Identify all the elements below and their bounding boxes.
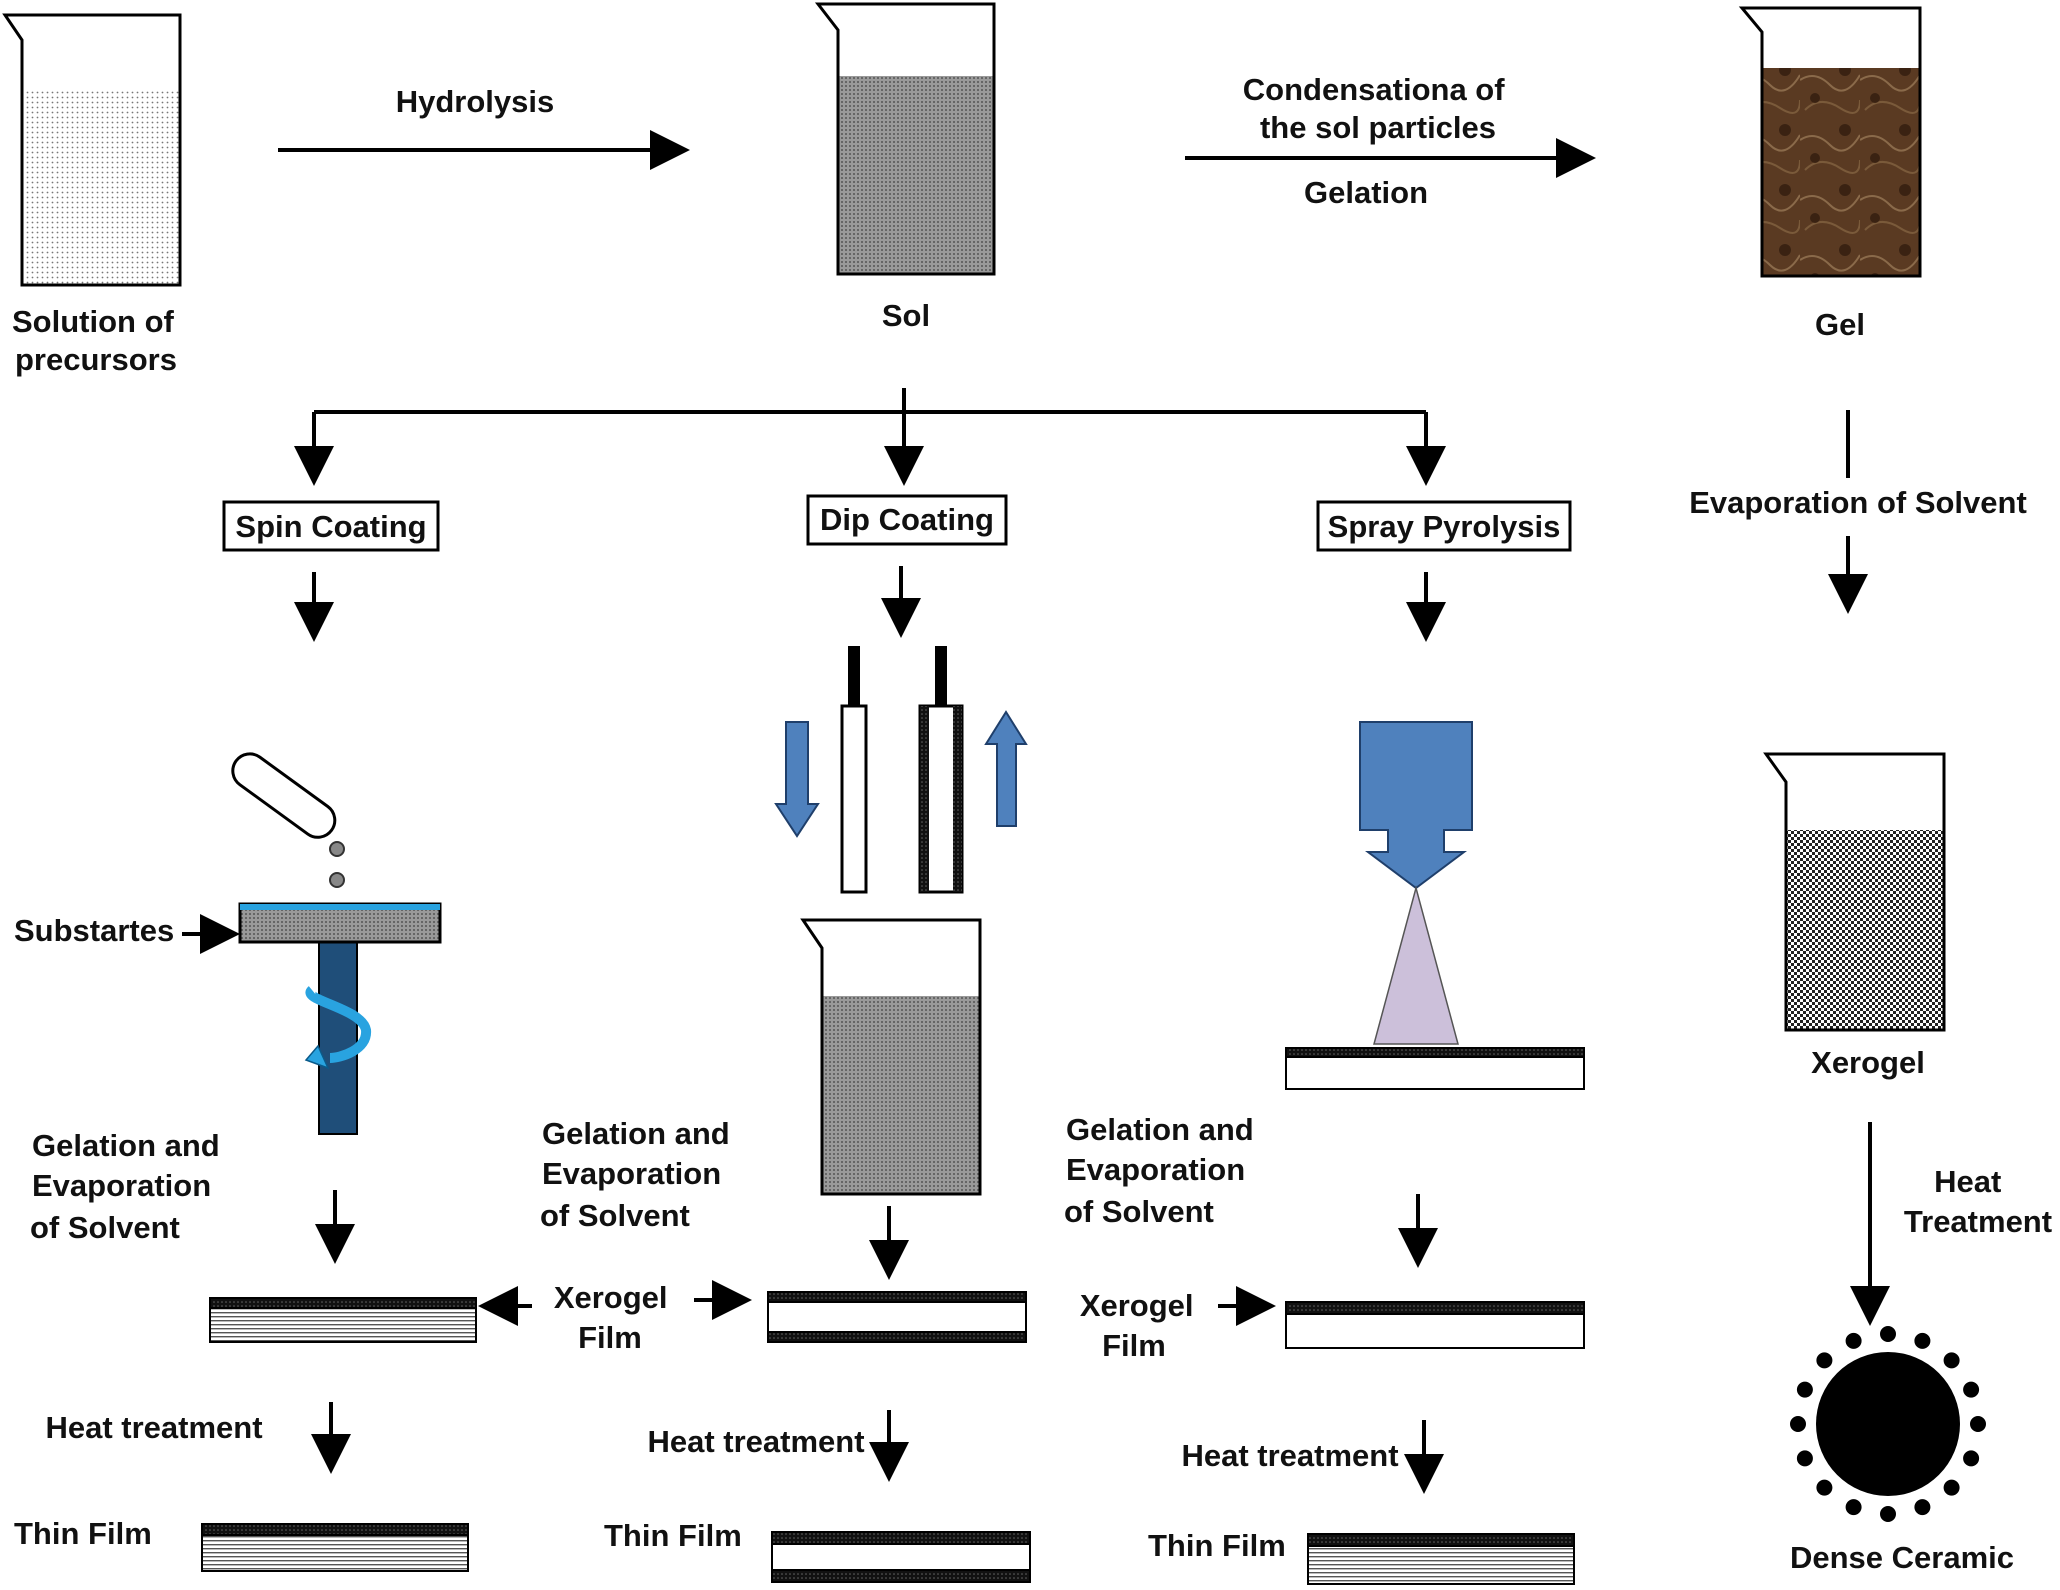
beaker-solution [2,13,182,287]
pipette-icon [231,752,345,888]
ceramic-particle [1814,1477,1835,1498]
spin-thin-film-label: Thin Film [14,1516,152,1551]
ceramic-particle [1843,1497,1864,1518]
svg-text:Spray Pyrolysis: Spray Pyrolysis [1328,509,1561,544]
dip-up-arrow-icon [984,710,1028,827]
condensation-label: Condensationa of the sol particles [1243,72,1513,145]
spin-heat-label: Heat treatment [45,1410,262,1445]
dip-xerogel-film [767,1291,1027,1343]
ceramic-particle [1843,1330,1864,1351]
heat-treatment-label-ceramic: Heat Treatment [1904,1164,2052,1239]
spray-pyrolysis-box: Spray Pyrolysis [1316,500,1572,552]
dip-thin-film [771,1531,1031,1583]
dip-substrate-up [918,646,964,894]
ceramic-particle [1814,1350,1835,1371]
ceramic-particle [1968,1414,1988,1434]
ceramic-particle [1912,1497,1933,1518]
gel-label: Gel [1815,307,1865,342]
sol-label: Sol [882,298,930,333]
ceramic-particle [1878,1504,1898,1524]
xerogel-label: Xerogel [1811,1045,1925,1080]
spin-coating-box: Spin Coating [222,500,440,552]
ceramic-particle [1794,1448,1815,1469]
ceramic-particle [1878,1324,1898,1344]
hydrolysis-label: Hydrolysis [396,84,555,119]
evaporation-label: Evaporation of Solvent [1689,485,2027,520]
beaker-gel [1738,6,1922,278]
dip-substrate-down [840,646,868,894]
spray-xerogel-film [1285,1301,1585,1349]
beaker-xerogel [1763,752,1946,1032]
dip-coating-box: Dip Coating [806,494,1008,546]
spray-substrate [1285,1047,1585,1090]
dense-ceramic-label: Dense Ceramic [1790,1540,2014,1575]
ceramic-particle [1788,1414,1808,1434]
svg-text:Dip Coating: Dip Coating [820,502,994,537]
spin-gelation-label: Gelation and Evaporation of Solvent [30,1128,228,1245]
ceramic-particle [1941,1477,1962,1498]
ceramic-particle [1961,1448,1982,1469]
rotation-arrow-icon [305,986,371,1063]
xerogel-film-label-right: Xerogel Film [1080,1288,1202,1363]
dip-gelation-label: Gelation and Evaporation of Solvent [540,1116,738,1233]
spin-xerogel-film [209,1297,477,1343]
spray-gelation-label: Gelation and Evaporation of Solvent [1064,1112,1262,1229]
xerogel-film-label-center: Xerogel Film [554,1280,676,1355]
spray-nozzle-icon [1359,721,1473,890]
dip-heat-label: Heat treatment [647,1424,864,1459]
ceramic-particle [1941,1350,1962,1371]
spin-coater [238,902,442,1135]
dip-down-arrow-icon [774,721,820,838]
beaker-sol [814,2,996,276]
spin-thin-film [201,1523,469,1572]
dip-thin-film-label: Thin Film [604,1518,742,1553]
ceramic-particle [1912,1330,1933,1351]
ceramic-particle [1961,1379,1982,1400]
spray-cone [1373,885,1459,1045]
substrates-label: Substartes [14,913,174,948]
gelation-label: Gelation [1304,175,1428,210]
beaker-dip [800,918,982,1196]
solution-label: Solution of precursors [12,304,182,377]
dense-ceramic-icon [1788,1324,1988,1524]
ceramic-particle [1794,1379,1815,1400]
spray-heat-label: Heat treatment [1181,1438,1398,1473]
spray-thin-film-label: Thin Film [1148,1528,1286,1563]
spray-thin-film [1307,1533,1575,1585]
branch-connector [294,388,1446,486]
svg-text:Spin Coating: Spin Coating [235,509,426,544]
